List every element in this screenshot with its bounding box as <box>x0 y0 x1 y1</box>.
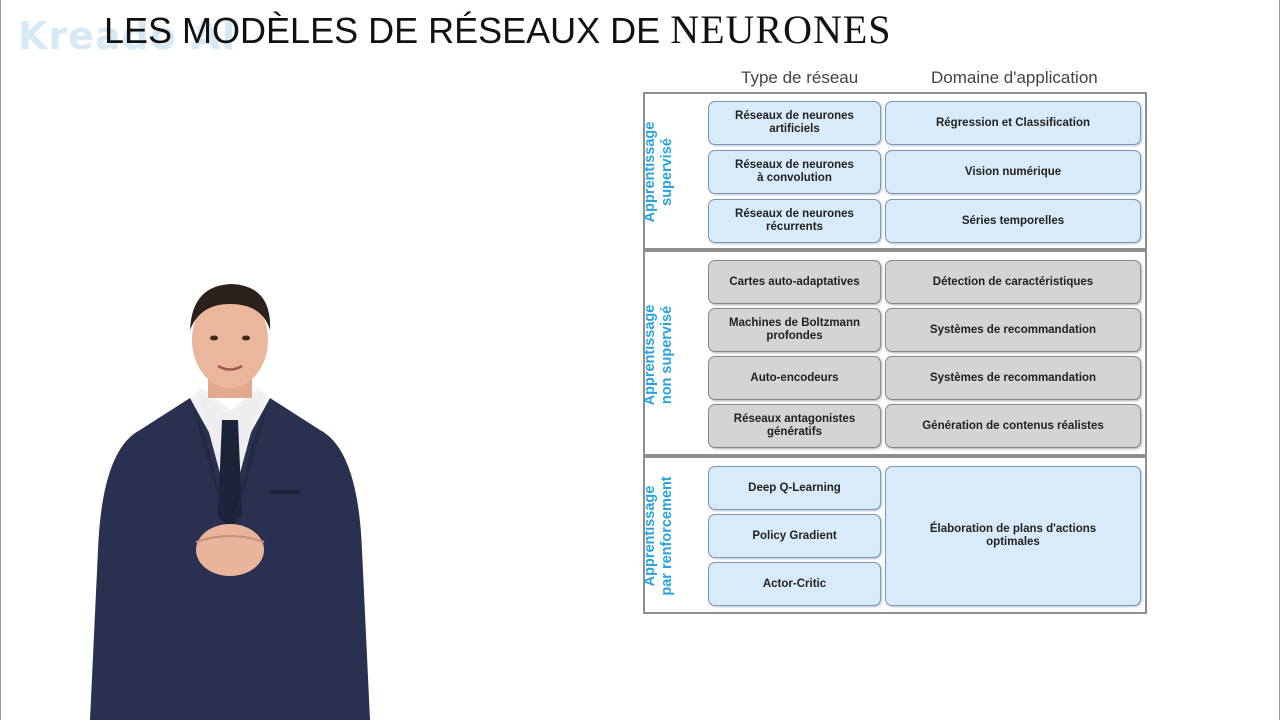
slide-title-part2: NEURONES <box>670 7 892 52</box>
section-label-unsupervised: Apprentissage non supervisé <box>642 304 675 406</box>
section-label-supervised: Apprentissage supervisé <box>642 121 675 223</box>
network-type-cell: Deep Q-Learning <box>708 466 881 510</box>
column-header-type: Type de réseau <box>741 68 859 87</box>
presenter-figure <box>90 284 370 720</box>
application-domain-cell: Systèmes de recommandation <box>885 356 1141 400</box>
network-type-cell: Actor-Critic <box>708 562 881 606</box>
slide-title: LES MODÈLES DE RÉSEAUX DE NEURONES <box>104 8 892 53</box>
section-unsupervised: Apprentissage non supervisé Cartes auto-… <box>642 250 1147 456</box>
section-supervised: Apprentissage supervisé Réseaux de neuro… <box>642 92 1147 250</box>
watermark-text: Kreado AI <box>18 14 237 58</box>
frame-edge-left <box>0 0 1 720</box>
application-domain-cell: Génération de contenus réalistes <box>885 404 1141 448</box>
network-type-cell: Cartes auto-adaptatives <box>708 260 881 304</box>
network-type-cell: Policy Gradient <box>708 514 881 558</box>
slide-title-part1: LES MODÈLES DE RÉSEAUX DE <box>104 10 671 51</box>
column-header-domain: Domaine d'application <box>931 68 1098 87</box>
application-domain-cell: Détection de caractéristiques <box>885 260 1141 304</box>
application-domain-cell: Régression et Classification <box>885 101 1141 145</box>
application-domain-cell: Vision numérique <box>885 150 1141 194</box>
section-reinforcement: Apprentissage par renforcement Deep Q-Le… <box>642 456 1147 614</box>
application-domain-cell: Systèmes de recommandation <box>885 308 1141 352</box>
section-label-reinforcement: Apprentissage par renforcement <box>642 476 675 596</box>
application-domain-cell: Séries temporelles <box>885 199 1141 243</box>
watermark-logo: Kreado AI <box>18 14 237 58</box>
network-type-cell: Auto-encodeurs <box>708 356 881 400</box>
watermark-dots-icon <box>190 18 216 34</box>
